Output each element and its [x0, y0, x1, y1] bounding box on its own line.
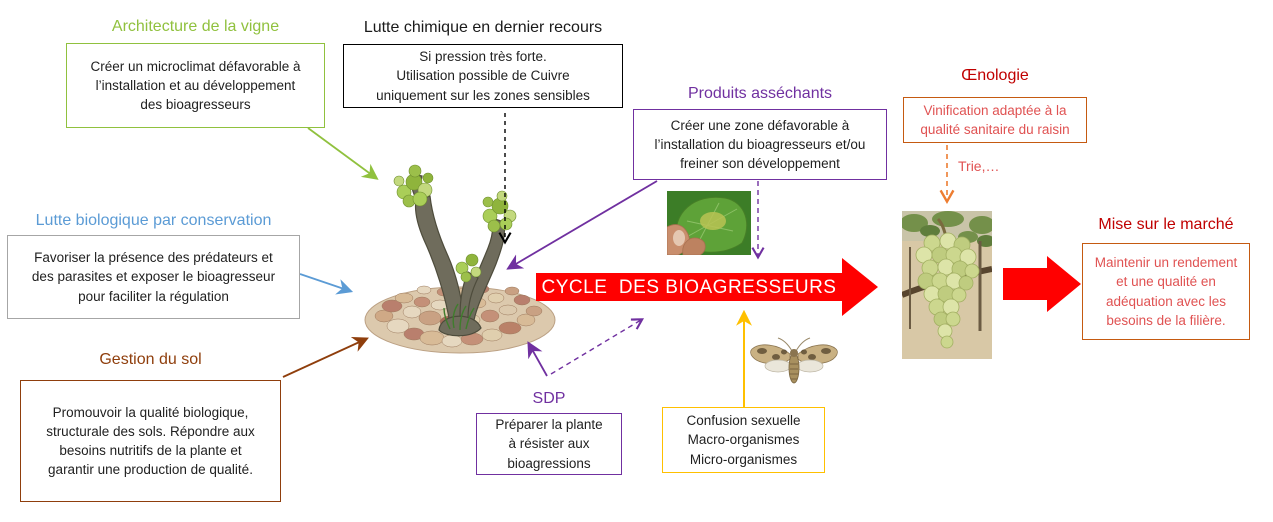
architecture-title: Architecture de la vigne [111, 18, 280, 35]
trie-label: Trie,… [958, 158, 1000, 174]
architecture-box: Créer un microclimat défavorable à l’ins… [66, 43, 325, 128]
oenologie-box: Vinification adaptée à la qualité sanita… [903, 97, 1087, 143]
grapes-to-market-block-arrow [1003, 256, 1081, 312]
oenologie-title: Œnologie [961, 67, 1029, 84]
produits-assechants-title: Produits asséchants [687, 85, 833, 102]
lutte-biologique-title: Lutte biologique par conservation [35, 212, 272, 229]
lutte-chimique-box-text: Si pression très forte. Utilisation poss… [376, 49, 590, 103]
gestion-sol-box: Promouvoir la qualité biologique, struct… [20, 380, 281, 502]
moth-image [750, 337, 838, 384]
sdp-box-text: Préparer la plante à résister aux bioagr… [495, 417, 603, 471]
sdp-box: Préparer la plante à résister aux bioagr… [476, 413, 622, 475]
cycle-arrow-label: CYCLE DES BIOAGRESSEURS [541, 277, 837, 298]
mise-marche-box: Maintenir un rendement et une qualité en… [1082, 243, 1250, 340]
gestion-sol-box-text: Promouvoir la qualité biologique, struct… [46, 404, 255, 478]
produits-assechants-box: Créer une zone défavorable à l’installat… [633, 109, 887, 180]
sdp-to-cycle-dashed-arrow [550, 318, 645, 375]
architecture-box-text: Créer un microclimat défavorable à l’ins… [90, 58, 301, 113]
sdp-title: SDP [532, 390, 566, 407]
lutte-chimique-title: Lutte chimique en dernier recours [363, 19, 603, 36]
grapes-photo [902, 211, 992, 359]
mise-marche-box-text: Maintenir un rendement et une qualité en… [1094, 255, 1238, 328]
oenologie-box-text: Vinification adaptée à la qualité sanita… [920, 102, 1070, 137]
vine-image [364, 164, 556, 354]
gestion-sol-title: Gestion du sol [99, 351, 202, 368]
leaf-photo [667, 191, 751, 255]
mise-marche-title: Mise sur le marché [1098, 216, 1234, 233]
lutte-chimique-box: Si pression très forte. Utilisation poss… [343, 44, 623, 108]
biologique-to-vine-arrow [299, 273, 354, 295]
lutte-biotechnique-box-text: Confusion sexuelle Macro-organismes Micr… [686, 413, 801, 467]
lutte-biologique-box: Favoriser la présence des prédateurs et … [7, 235, 300, 319]
produits-assechants-box-text: Créer une zone défavorable à l’installat… [654, 117, 866, 172]
lutte-biologique-box-text: Favoriser la présence des prédateurs et … [31, 250, 276, 304]
lutte-biotechnique-box: Confusion sexuelle Macro-organismes Micr… [662, 407, 825, 473]
gestion-to-vine-arrow [282, 337, 369, 378]
